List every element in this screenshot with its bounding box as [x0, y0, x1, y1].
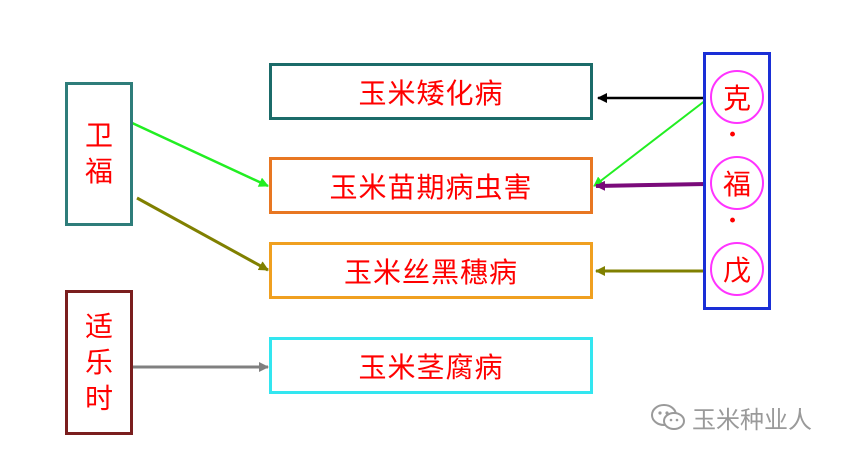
- product-kefuwu-char-3: 戊: [710, 242, 764, 296]
- product-kefuwu-char-1: 克: [710, 70, 764, 124]
- arrow-weifu-to-seedling: [129, 120, 269, 188]
- disease-seedling-label: 玉米苗期病虫害: [329, 170, 533, 204]
- disease-seedling-box: 玉米苗期病虫害: [269, 157, 593, 214]
- product-kefuwu-separator-1: ·: [728, 120, 738, 150]
- product-kefuwu-char-2: 福: [710, 156, 764, 210]
- disease-headsmut-box: 玉米丝黑穗病: [269, 242, 593, 299]
- product-weifu-box: 卫 福: [65, 82, 133, 226]
- watermark: 玉米种业人: [650, 400, 812, 435]
- arrow-kefuwu-to-seedling-purple: [595, 180, 707, 191]
- disease-headsmut-label: 玉米丝黑穗病: [343, 255, 518, 289]
- disease-dwarf-label: 玉米矮化病: [358, 76, 504, 110]
- disease-dwarf-box: 玉米矮化病: [269, 63, 593, 120]
- watermark-text: 玉米种业人: [692, 406, 812, 434]
- arrow-kefuwu-to-seedling-green: [593, 99, 707, 187]
- wechat-icon: [651, 403, 685, 430]
- disease-stalkrot-box: 玉米茎腐病: [269, 337, 593, 394]
- arrow-weifu-to-headsmut: [136, 196, 269, 272]
- product-kefuwu-separator-2: ·: [728, 206, 738, 236]
- product-weifu-label: 卫 福: [84, 119, 113, 188]
- product-shileshi-box: 适 乐 时: [65, 290, 133, 435]
- disease-stalkrot-label: 玉米茎腐病: [358, 350, 504, 384]
- product-shileshi-label: 适 乐 时: [84, 309, 113, 415]
